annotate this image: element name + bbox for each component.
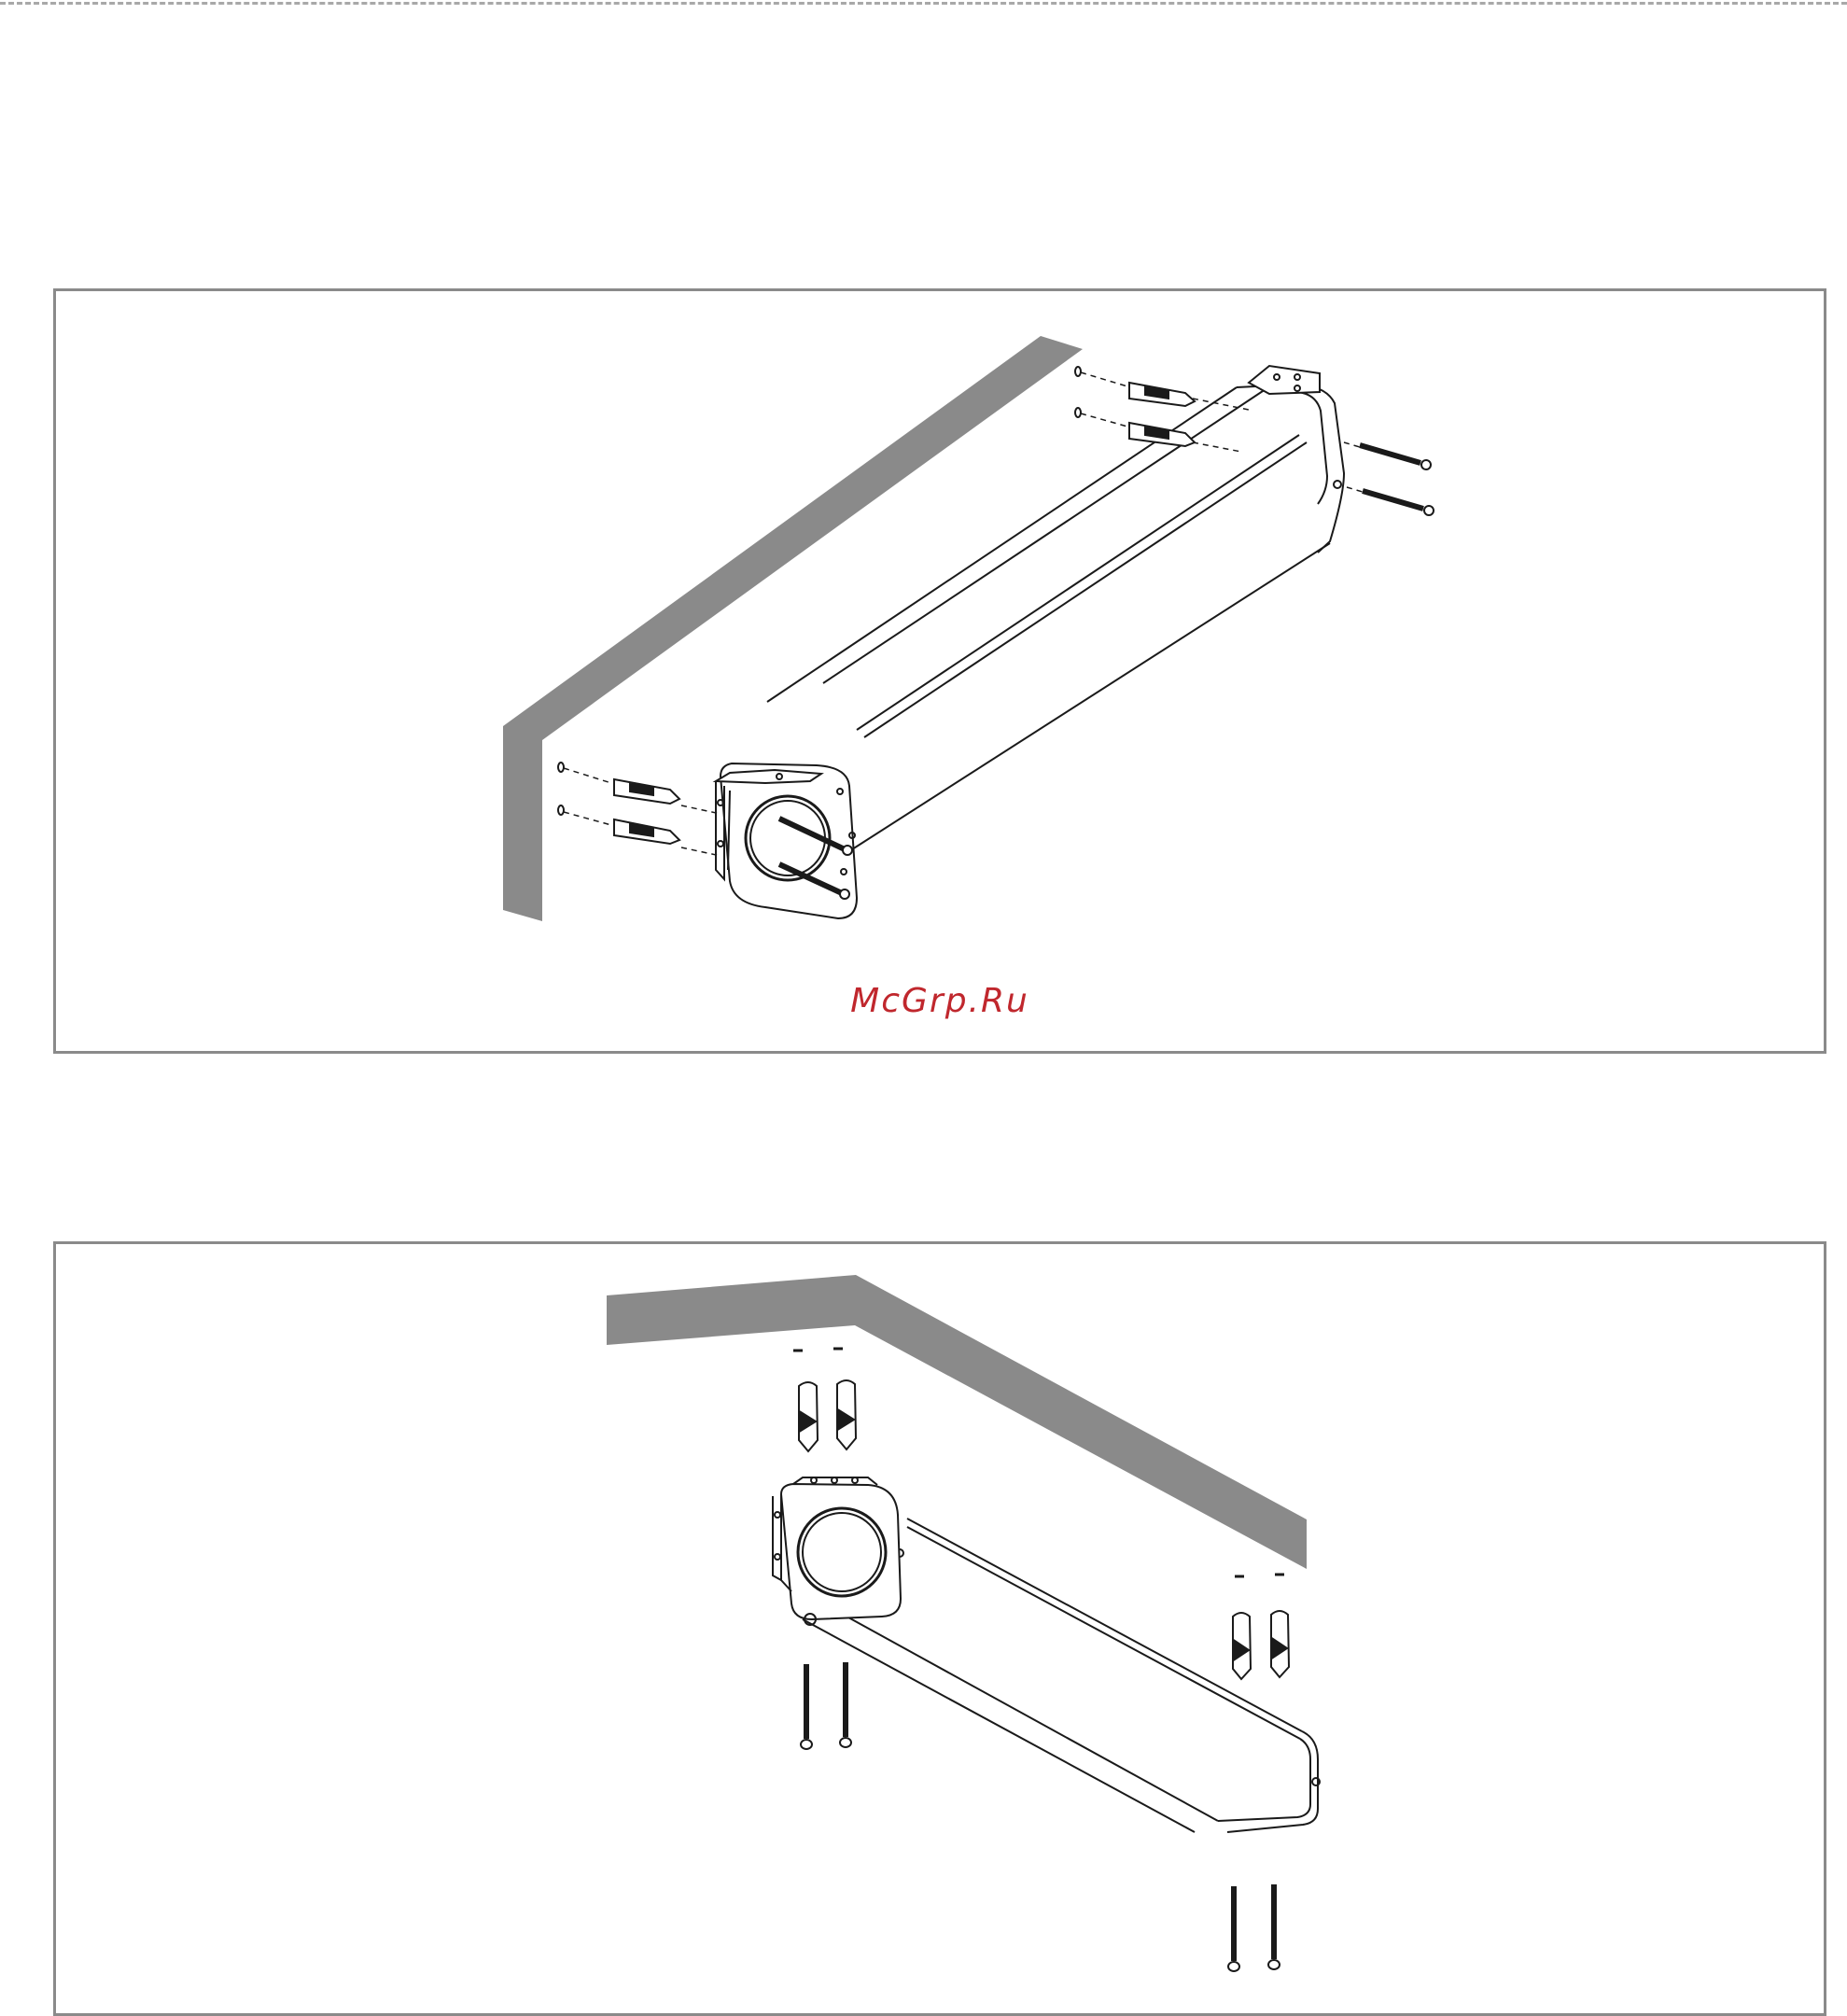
far-screws <box>1360 445 1434 515</box>
left-anchors <box>799 1380 856 1451</box>
near-end-cap <box>716 763 857 918</box>
watermark: McGrp.Ru <box>56 982 1824 1020</box>
far-anchors <box>1075 367 1195 446</box>
dashed-cut-line <box>0 2 1847 5</box>
ceiling-mount-figure <box>53 1241 1826 2016</box>
wall-mount-figure: McGrp.Ru <box>53 288 1826 1054</box>
ceiling-surface <box>607 1275 1307 1569</box>
screen-housing <box>767 366 1344 851</box>
wall-mount-drawing <box>56 291 1824 1051</box>
right-screws <box>1228 1884 1280 1971</box>
near-anchors <box>558 763 679 844</box>
right-anchors <box>1233 1611 1289 1679</box>
ceiling-near-end-cap <box>773 1477 901 1625</box>
left-screws <box>801 1662 851 1749</box>
near-guide-lines <box>564 768 721 856</box>
ceiling-mount-drawing <box>56 1244 1824 2013</box>
